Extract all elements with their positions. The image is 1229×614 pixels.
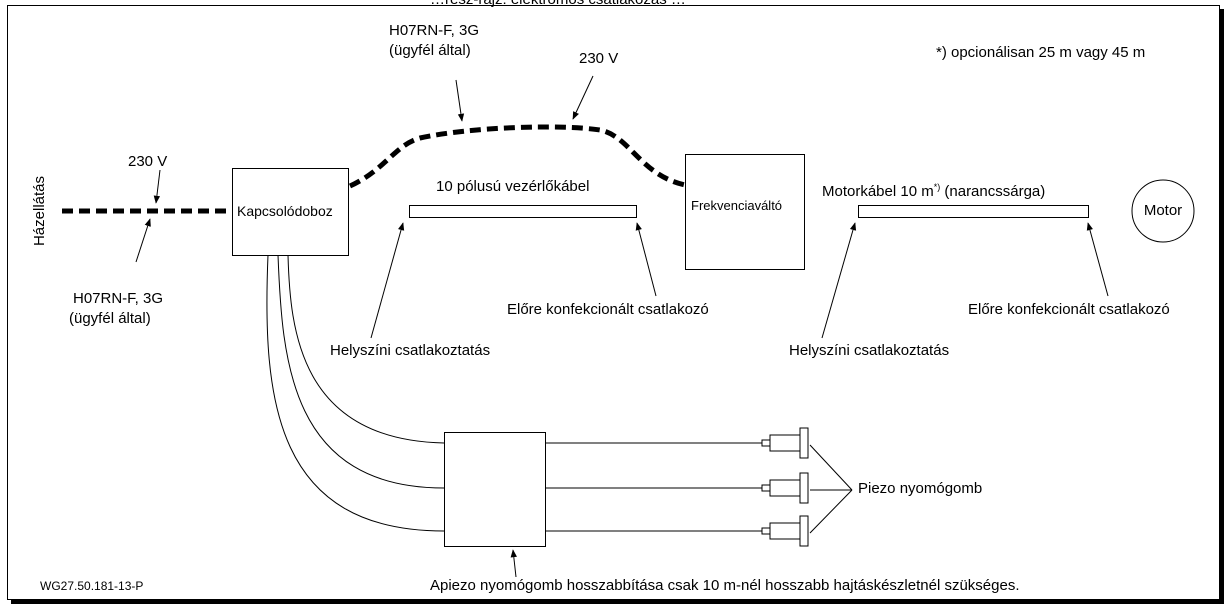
piezo-button-2 xyxy=(761,472,809,504)
supply-left-voltage: 230 V xyxy=(128,153,168,170)
motor-cable xyxy=(858,205,1089,218)
piezo-cable-1 xyxy=(287,254,445,444)
motor-circle xyxy=(1131,179,1195,243)
piezo-pointer-1 xyxy=(809,444,853,491)
inverter-box-label: Frekvenciaváltó xyxy=(691,198,783,213)
control-cable-title: 10 pólusú vezérlőkábel xyxy=(436,178,590,195)
frame-shadow-bottom xyxy=(11,599,1224,604)
arrow-motor-site xyxy=(821,222,857,339)
piezo-button-label: Piezo nyomógomb xyxy=(858,480,983,497)
piezo-cable-3 xyxy=(266,254,445,532)
arrow-230v-left xyxy=(153,169,161,204)
extension-note: Apiezo nyomógomb hosszabbítása csak 10 m… xyxy=(430,577,1020,594)
control-cable-site-connection: Helyszíni csatlakoztatás xyxy=(330,342,491,359)
motor-cable-title-text: Motorkábel 10 m xyxy=(822,183,934,200)
motor-cable-site-connection: Helyszíni csatlakoztatás xyxy=(789,342,950,359)
arrow-h07rn-top xyxy=(455,79,465,122)
motor-label: Motor xyxy=(1143,202,1183,219)
optional-length-note: *) opcionálisan 25 m vagy 45 m xyxy=(936,44,1146,61)
inverter-box: Frekvenciaváltó xyxy=(685,154,805,270)
supply-top-cable-line1: H07RN-F, 3G xyxy=(389,22,480,39)
motor-cable-title-sup: *) xyxy=(933,182,941,192)
junction-box: Kapcsolódoboz xyxy=(232,168,349,256)
motor-cable-title-suffix: (narancssárga) xyxy=(940,183,1046,200)
house-supply-label: Házellátás xyxy=(31,175,48,247)
junction-box-label: Kapcsolódoboz xyxy=(237,203,333,219)
drawing-id: WG27.50.181-13-P xyxy=(40,579,144,593)
control-cable-prefab-connector: Előre konfekcionált csatlakozó xyxy=(507,301,709,318)
title-fragment: …rész-rajz: elektromos csatlakozás … xyxy=(430,0,686,9)
supply-left-cable-line2: (ügyfél által) xyxy=(69,310,151,327)
control-cable xyxy=(409,205,637,218)
piezo-pointer-3 xyxy=(809,489,853,534)
piezo-button-1 xyxy=(761,427,809,459)
motor-cable-prefab-connector: Előre konfekcionált csatlakozó xyxy=(968,301,1170,318)
supply-left-cable-line1: H07RN-F, 3G xyxy=(73,290,164,307)
arrow-h07rn-left xyxy=(135,218,151,263)
inverter-supply-cable xyxy=(348,124,686,189)
frame-shadow-right xyxy=(1219,9,1224,604)
arrow-control-prefab xyxy=(635,222,657,297)
arrow-control-site xyxy=(370,222,405,339)
piezo-cable-2 xyxy=(277,254,445,489)
arrow-extension xyxy=(510,549,517,578)
piezo-button-3 xyxy=(761,515,809,547)
arrow-230v-top xyxy=(572,75,594,120)
piezo-extension-box xyxy=(444,432,546,547)
arrow-motor-prefab xyxy=(1086,222,1109,297)
supply-top-voltage: 230 V xyxy=(579,50,619,67)
supply-top-cable-line2: (ügyfél által) xyxy=(389,42,471,59)
motor-cable-title: Motorkábel 10 m*) (narancssárga) xyxy=(822,178,1045,201)
